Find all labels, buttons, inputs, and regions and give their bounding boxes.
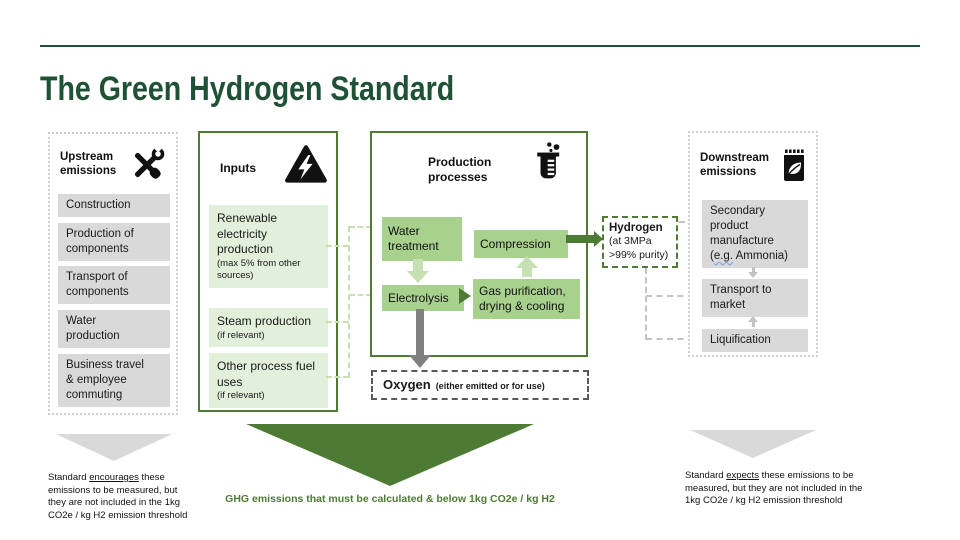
oxygen-label: Oxygen bbox=[383, 377, 431, 392]
footnote-text: Standard bbox=[48, 472, 89, 483]
connector-hydrogen-bus bbox=[645, 268, 647, 340]
footnote-underlined-word: expects bbox=[726, 470, 759, 481]
upstream-item: Transport of components bbox=[58, 266, 170, 304]
fertilizer-bag-icon bbox=[774, 145, 814, 185]
upstream-header: Upstream emissions bbox=[60, 150, 130, 179]
upstream-column: Upstream emissions Construction Producti… bbox=[48, 132, 178, 415]
arrow-electrolysis-to-gas bbox=[459, 288, 471, 304]
arrowhead-gas-to-compression bbox=[516, 256, 538, 268]
oxygen-note: (either emitted or for use) bbox=[436, 381, 545, 391]
inputs-column: Inputs Renewable electricity production … bbox=[198, 131, 338, 412]
inputs-item: Renewable electricity production (max 5%… bbox=[209, 205, 328, 288]
arrow-compression-to-hydrogen bbox=[566, 235, 594, 243]
downstream-item-liquification: Liquification bbox=[702, 329, 808, 352]
downstream-item-secondary: Secondary product manufacture (e.g. Ammo… bbox=[702, 200, 808, 268]
high-voltage-icon bbox=[284, 143, 328, 187]
inputs-item-note: (if relevant) bbox=[217, 390, 320, 402]
arrow-electrolysis-to-oxygen bbox=[416, 309, 424, 357]
arrow-liquification-to-transport bbox=[752, 322, 755, 327]
process-compression: Compression bbox=[474, 230, 568, 258]
page-title: The Green Hydrogen Standard bbox=[40, 70, 454, 109]
header-rule bbox=[40, 45, 920, 47]
ghg-down-arrow bbox=[246, 424, 534, 486]
inputs-item: Steam production (if relevant) bbox=[209, 308, 328, 347]
inputs-item: Other process fuel uses (if relevant) bbox=[209, 353, 328, 408]
inputs-item-label: Steam production bbox=[217, 314, 320, 330]
connector-steam bbox=[326, 321, 349, 323]
ghg-banner-text: GHG emissions that must be calculated & … bbox=[215, 493, 565, 505]
upstream-item: Construction bbox=[58, 194, 170, 217]
beaker-icon bbox=[524, 141, 568, 185]
connector-renewable bbox=[326, 245, 349, 247]
connector-to-electrolysis bbox=[349, 294, 372, 296]
downstream-item-text: Secondary product manufacture bbox=[710, 205, 774, 247]
downstream-item-transport: Transport to market bbox=[702, 279, 808, 317]
upstream-item: Business travel & employee commuting bbox=[58, 354, 170, 407]
connector-to-liquification bbox=[646, 338, 694, 340]
oxygen-output-box: Oxygen (either emitted or for use) bbox=[371, 370, 589, 400]
downstream-header: Downstream emissions bbox=[700, 151, 778, 180]
process-electrolysis: Electrolysis bbox=[382, 285, 464, 311]
arrowhead-secondary-to-transport bbox=[748, 272, 758, 278]
inputs-item-note: (max 5% from other sources) bbox=[217, 258, 320, 282]
inputs-item-note: (if relevant) bbox=[217, 330, 320, 342]
footnote-underlined-word: encourages bbox=[89, 472, 139, 483]
production-column: Production processes Water treatment Com… bbox=[370, 131, 588, 357]
process-gas-purification: Gas purification, drying & cooling bbox=[473, 279, 580, 319]
connector-to-water-treatment bbox=[349, 226, 372, 228]
downstream-item-text-spellcheck: e.g. bbox=[714, 250, 733, 262]
footnote-text: Standard bbox=[685, 470, 726, 481]
hydrogen-output-box: Hydrogen (at 3MPa >99% purity) bbox=[602, 216, 678, 268]
arrowhead-electrolysis-to-oxygen bbox=[409, 355, 431, 368]
hydrogen-note-line1: (at 3MPa bbox=[609, 235, 671, 248]
downstream-footnote: Standard expects these emissions to be m… bbox=[685, 470, 863, 508]
connector-other-fuel bbox=[326, 376, 349, 378]
inputs-item-label: Other process fuel uses bbox=[217, 359, 320, 390]
downstream-item-text: Ammonia) bbox=[733, 250, 788, 262]
tools-icon bbox=[126, 144, 168, 186]
inputs-header: Inputs bbox=[220, 161, 256, 176]
production-header: Production processes bbox=[428, 155, 508, 185]
hydrogen-note-line2: >99% purity) bbox=[609, 249, 671, 262]
upstream-down-arrow bbox=[56, 434, 172, 461]
process-water-treatment: Water treatment bbox=[382, 217, 462, 261]
hydrogen-label: Hydrogen bbox=[609, 221, 671, 235]
connector-to-transport bbox=[646, 295, 694, 297]
upstream-footnote: Standard encourages these emissions to b… bbox=[48, 472, 190, 523]
arrowhead-water-to-electrolysis bbox=[407, 271, 429, 283]
downstream-down-arrow bbox=[690, 430, 816, 458]
upstream-item: Water production bbox=[58, 310, 170, 348]
inputs-item-label: Renewable electricity production bbox=[217, 211, 320, 258]
arrow-gas-to-compression bbox=[522, 268, 532, 277]
connector-inputs-bus bbox=[348, 226, 350, 378]
upstream-item: Production of components bbox=[58, 223, 170, 261]
